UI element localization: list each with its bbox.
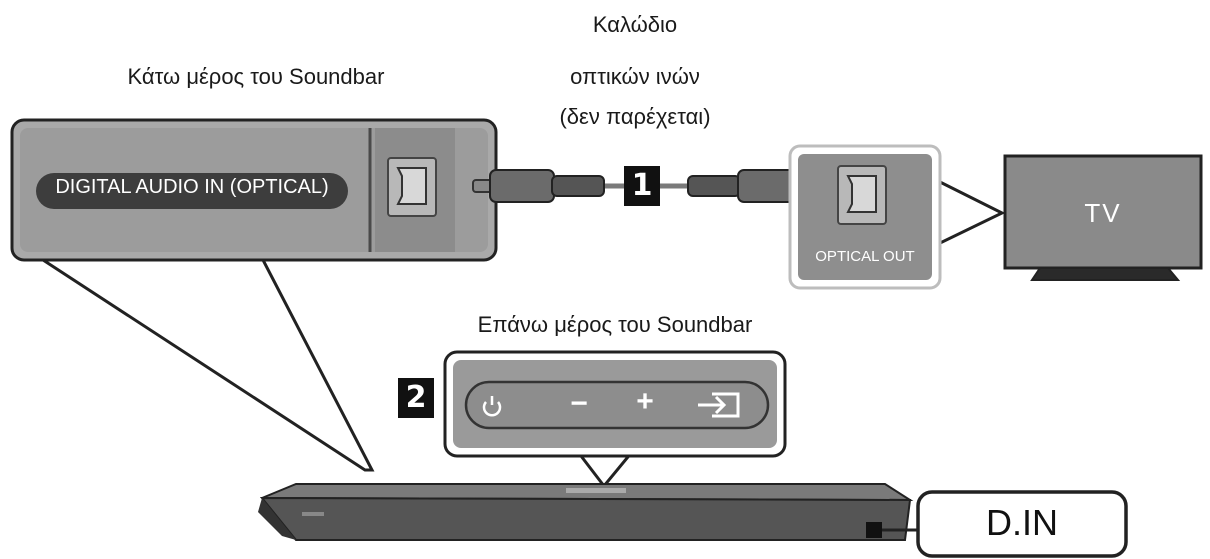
step-1-badge: 1 [624,166,660,206]
optical-port-soundbar-shape [396,167,427,205]
soundbar-left-end [258,498,296,540]
step-2-badge: 2 [398,378,434,418]
callout-pointer-bottom [34,256,375,472]
cable-boot-right [687,175,741,197]
display-callout-box [916,490,1128,558]
optical-out-label: OPTICAL OUT [815,248,915,265]
tv-screen [1003,154,1203,270]
optical-port-tv-shape [846,175,877,213]
cable-label-line2: οπτικών ινών [570,64,700,89]
soundbar-display-window [866,522,882,538]
soundbar-logo [566,488,626,493]
cable-label-line1: Καλώδιο [592,12,678,37]
soundbar-led [302,512,324,516]
volume-down-button[interactable]: − [570,387,588,420]
tv-label: TV [1084,198,1122,228]
cable-label-line3: (δεν παρέχεται) [559,104,711,129]
soundbar-front-face [259,496,912,541]
display-mode-text: D.IN [986,502,1058,543]
cable-plug-left-body [489,169,555,203]
input-source-icon[interactable] [698,392,740,418]
power-icon[interactable] [482,396,502,417]
callout-pointer-tv [934,177,1006,248]
soundbar-bottom-label: Κάτω μέρος του Soundbar [127,64,385,89]
tv-stand [1030,267,1181,281]
digital-audio-in-label: DIGITAL AUDIO IN (OPTICAL) [55,176,329,198]
volume-up-button[interactable]: + [636,385,654,418]
soundbar-top-label: Επάνω μέρος του Soundbar [477,312,753,337]
control-strip [464,380,770,430]
cable-boot-left [551,175,605,197]
digital-audio-in-label-bg [36,173,348,209]
